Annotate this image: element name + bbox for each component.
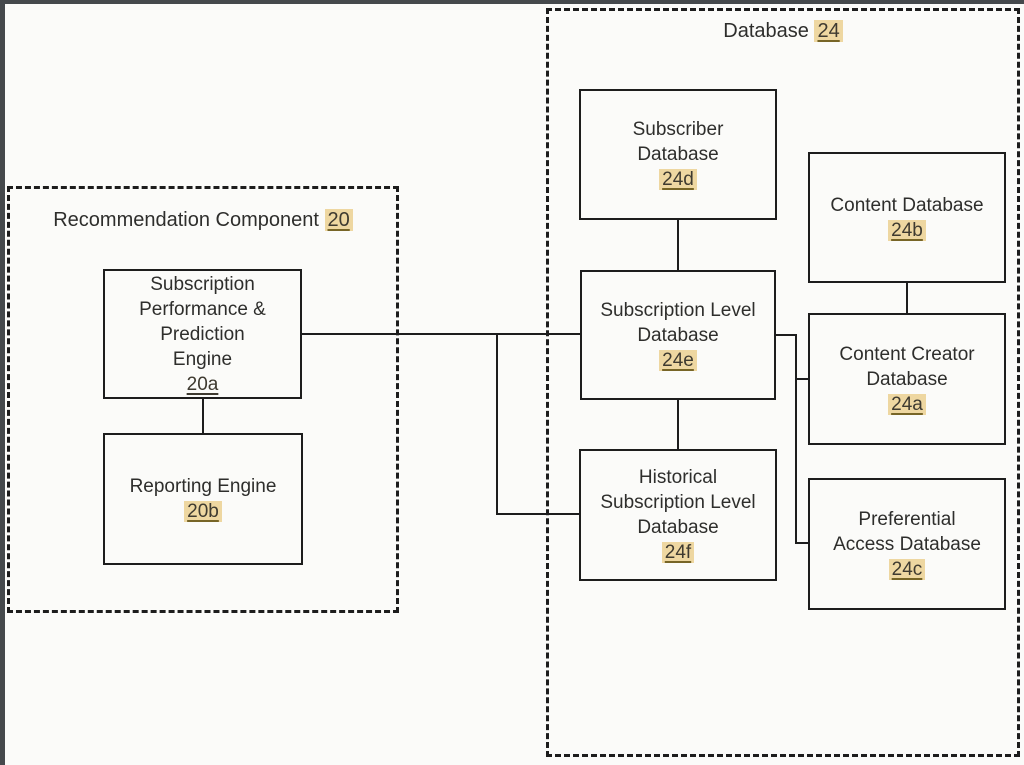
- connector-subscriber-to-subscription-level: [677, 220, 679, 270]
- node-label: Subscription Performance & Prediction En…: [139, 273, 266, 370]
- ref-label-24c: 24c: [888, 558, 926, 580]
- node-preferential-access-database: Preferential Access Database 24c: [808, 478, 1006, 610]
- node-reporting-engine: Reporting Engine 20b: [103, 433, 303, 565]
- connector-branch-vertical: [496, 333, 498, 515]
- ref-label-24f: 24f: [661, 542, 695, 563]
- connector-to-preferential-access: [795, 542, 809, 544]
- node-subscription-level-database: Subscription Level Database 24e: [580, 270, 776, 400]
- ref-label-20: 20: [324, 209, 353, 231]
- node-subscriber-database: Subscriber Database 24d: [579, 89, 777, 220]
- node-label: Content Creator Database: [839, 343, 975, 390]
- connector-content-to-content-creator: [906, 283, 908, 313]
- ref-label-24d: 24d: [659, 169, 697, 190]
- connector-branch-to-historical: [496, 513, 581, 515]
- node-content-database: Content Database 24b: [808, 152, 1006, 283]
- connector-engine-to-reporting: [202, 398, 204, 433]
- node-label: Reporting Engine: [129, 476, 277, 497]
- connector-to-content-creator: [795, 378, 809, 380]
- database-group: [546, 8, 1020, 757]
- group-title-text: Recommendation Component: [53, 209, 319, 231]
- connector-engine-to-subscription-level: [302, 333, 580, 335]
- connector-subscription-level-to-historical: [677, 400, 679, 449]
- node-label: Subscription Level Database: [600, 299, 756, 346]
- node-label: Subscriber Database: [632, 119, 724, 165]
- recommendation-component-title: Recommendation Component 20: [7, 206, 399, 234]
- recommendation-component-group: [7, 186, 399, 613]
- database-title: Database 24: [546, 17, 1020, 45]
- ref-label-24: 24: [814, 20, 843, 42]
- ref-label-24e: 24e: [659, 349, 697, 371]
- ref-label-20b: 20b: [184, 501, 222, 522]
- node-label: Historical Subscription Level Database: [600, 467, 756, 538]
- ref-label-24b: 24b: [888, 219, 926, 241]
- connector-subscription-level-right-stub: [775, 334, 797, 336]
- node-subscription-performance-prediction-engine: Subscription Performance & Prediction En…: [103, 269, 302, 399]
- group-title-text: Database: [723, 20, 809, 42]
- ref-label-24a: 24a: [888, 393, 926, 415]
- window-left-edge: [0, 0, 5, 765]
- node-content-creator-database: Content Creator Database 24a: [808, 313, 1006, 445]
- connector-right-vertical: [795, 334, 797, 544]
- node-historical-subscription-level-database: Historical Subscription Level Database 2…: [579, 449, 777, 581]
- node-label: Preferential Access Database: [833, 508, 981, 555]
- window-top-edge: [0, 0, 1024, 4]
- node-label: Content Database: [830, 194, 984, 216]
- ref-label-20a: 20a: [186, 373, 219, 395]
